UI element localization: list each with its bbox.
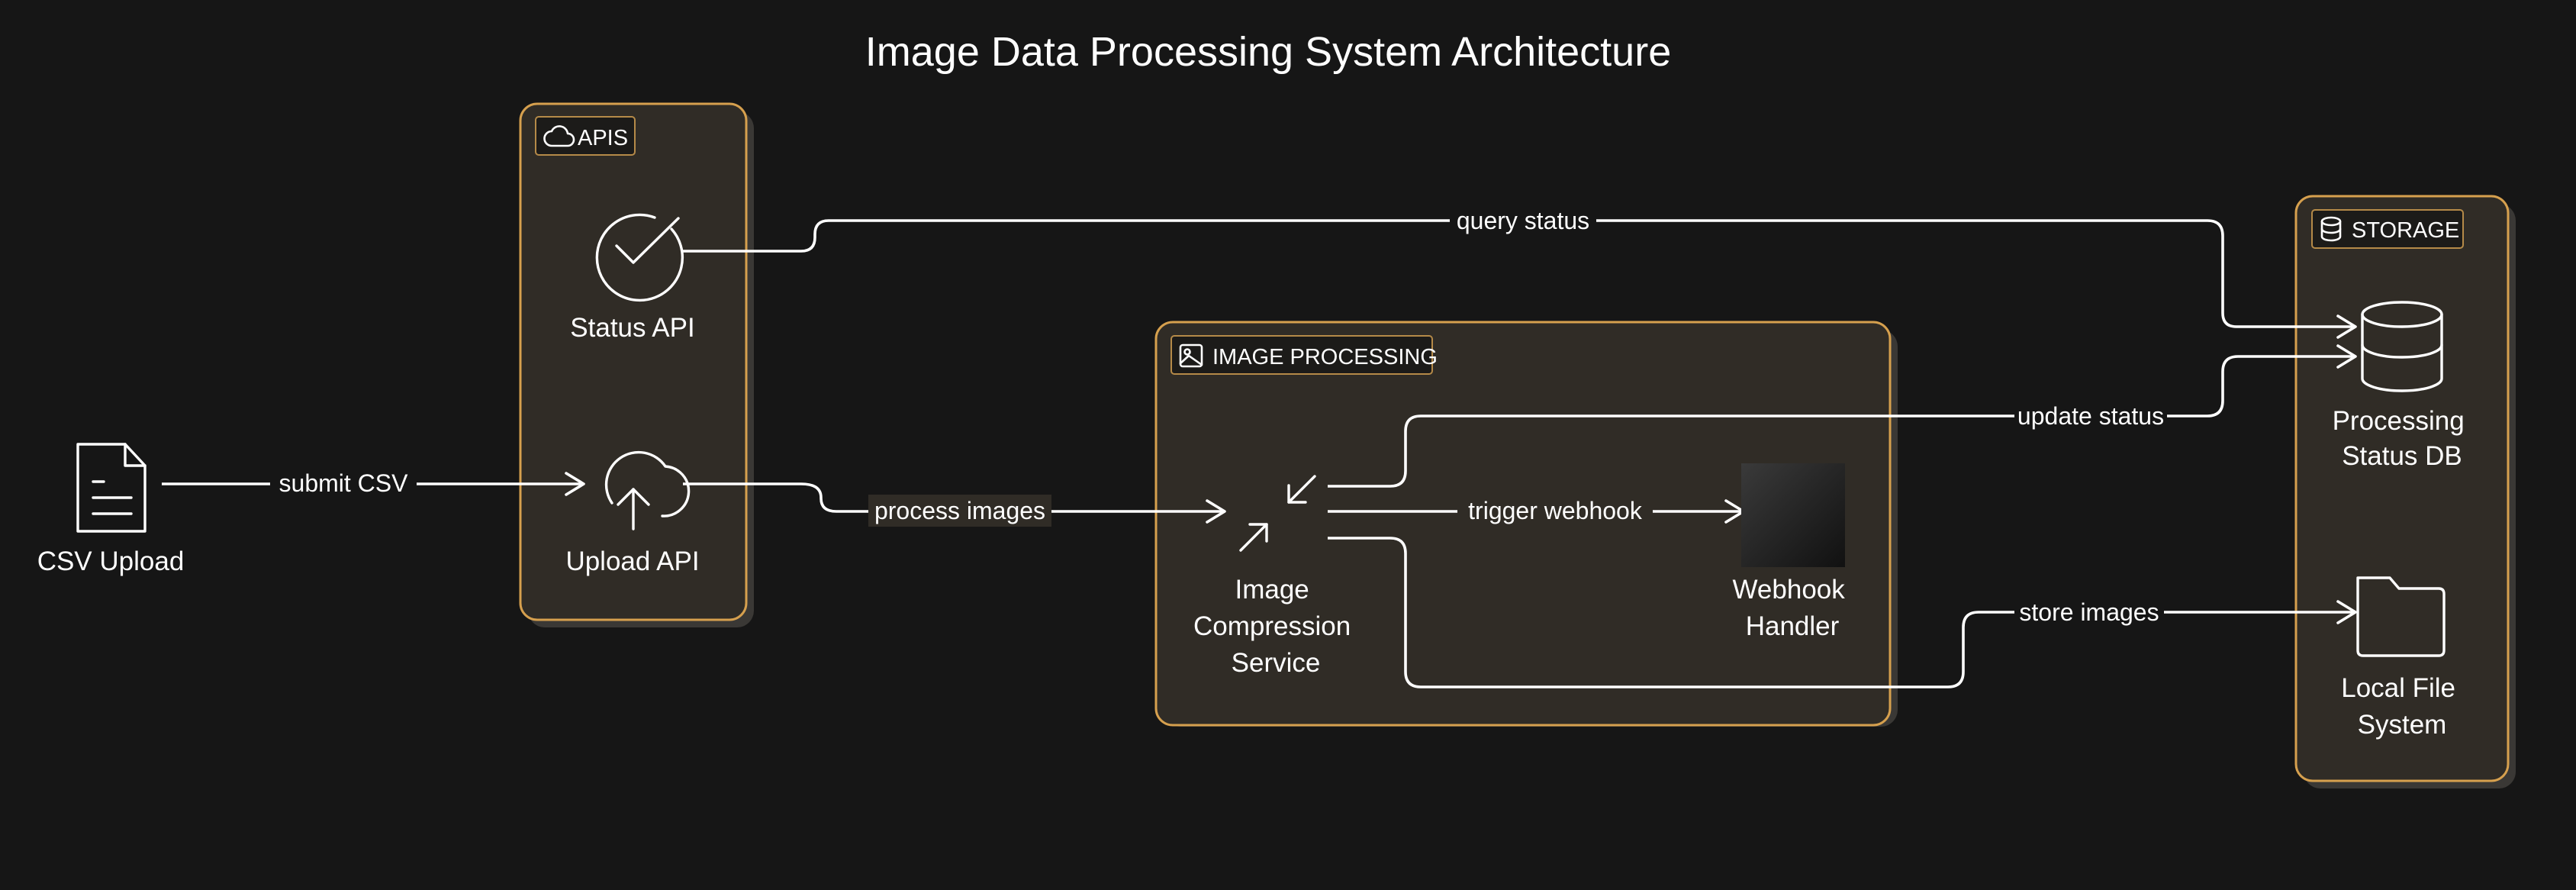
node-upload-api[interactable]: Upload API bbox=[565, 450, 700, 576]
edge-query-status: query status bbox=[683, 205, 2357, 339]
node-label-line: Status DB bbox=[2342, 441, 2462, 471]
edge-label-trigger-webhook: trigger webhook bbox=[1468, 497, 1643, 524]
node-label-line: System bbox=[2358, 710, 2447, 740]
edge-store-images: store images bbox=[1328, 537, 2357, 688]
node-label-line: Compression bbox=[1193, 611, 1351, 641]
group-storage-label: STORAGE bbox=[2352, 218, 2459, 243]
edge-update-status: update status bbox=[1328, 344, 2357, 488]
diagram-title: Image Data Processing System Architectur… bbox=[865, 29, 1671, 75]
node-label-line: Webhook bbox=[1733, 575, 1846, 605]
node-label-line: Service bbox=[1232, 648, 1321, 678]
edge-label-submit-csv: submit CSV bbox=[279, 469, 409, 497]
group-apis-chip: APIS bbox=[535, 116, 636, 156]
check-circle-icon bbox=[595, 213, 684, 302]
document-icon bbox=[76, 443, 147, 533]
compress-icon bbox=[1239, 475, 1316, 552]
edge-label-update-status: update status bbox=[2017, 402, 2164, 430]
node-label-line: Processing bbox=[2333, 406, 2465, 436]
node-image-compression-service[interactable]: Image Compression Service bbox=[1193, 475, 1358, 678]
node-webhook-handler[interactable]: Webhook Handler bbox=[1733, 463, 1853, 641]
node-processing-status-db[interactable]: Processing Status DB bbox=[2333, 301, 2472, 471]
black-square-icon bbox=[1741, 463, 1845, 567]
node-label-status-api: Status API bbox=[570, 313, 694, 343]
folder-icon bbox=[2356, 576, 2446, 657]
edge-label-process-images: process images bbox=[874, 497, 1045, 524]
node-label-processing-status-db: Processing Status DB bbox=[2333, 406, 2472, 471]
edge-trigger-webhook: trigger webhook bbox=[1328, 495, 1745, 527]
node-label-image-compression: Image Compression Service bbox=[1193, 575, 1358, 678]
database-icon bbox=[2320, 216, 2342, 242]
group-apis-label: APIS bbox=[578, 126, 628, 150]
database-icon bbox=[2361, 301, 2443, 392]
cloud-upload-icon bbox=[604, 450, 691, 530]
edge-label-store-images: store images bbox=[2019, 598, 2159, 626]
group-image-processing-chip: IMAGE PROCESSING bbox=[1170, 335, 1438, 375]
node-label-local-file-system: Local File System bbox=[2341, 673, 2463, 740]
image-icon bbox=[1179, 343, 1203, 368]
node-label-line: Local File bbox=[2341, 673, 2455, 703]
edge-label-query-status: query status bbox=[1457, 207, 1589, 234]
node-status-api[interactable]: Status API bbox=[570, 213, 695, 343]
node-label-csv-upload: CSV Upload bbox=[37, 547, 185, 576]
node-label-line: Handler bbox=[1746, 611, 1840, 641]
group-image-processing-label: IMAGE PROCESSING bbox=[1212, 345, 1438, 369]
node-local-file-system[interactable]: Local File System bbox=[2341, 576, 2463, 740]
edge-submit-csv: submit CSV bbox=[162, 467, 585, 499]
cloud-icon bbox=[543, 125, 575, 147]
node-label-line: Image bbox=[1235, 575, 1309, 605]
edge-process-images: process images bbox=[683, 482, 1226, 527]
group-storage-chip: STORAGE bbox=[2311, 209, 2464, 249]
node-label-webhook-handler: Webhook Handler bbox=[1733, 575, 1853, 641]
node-csv-upload[interactable]: CSV Upload bbox=[37, 443, 185, 576]
node-label-upload-api: Upload API bbox=[565, 547, 699, 576]
